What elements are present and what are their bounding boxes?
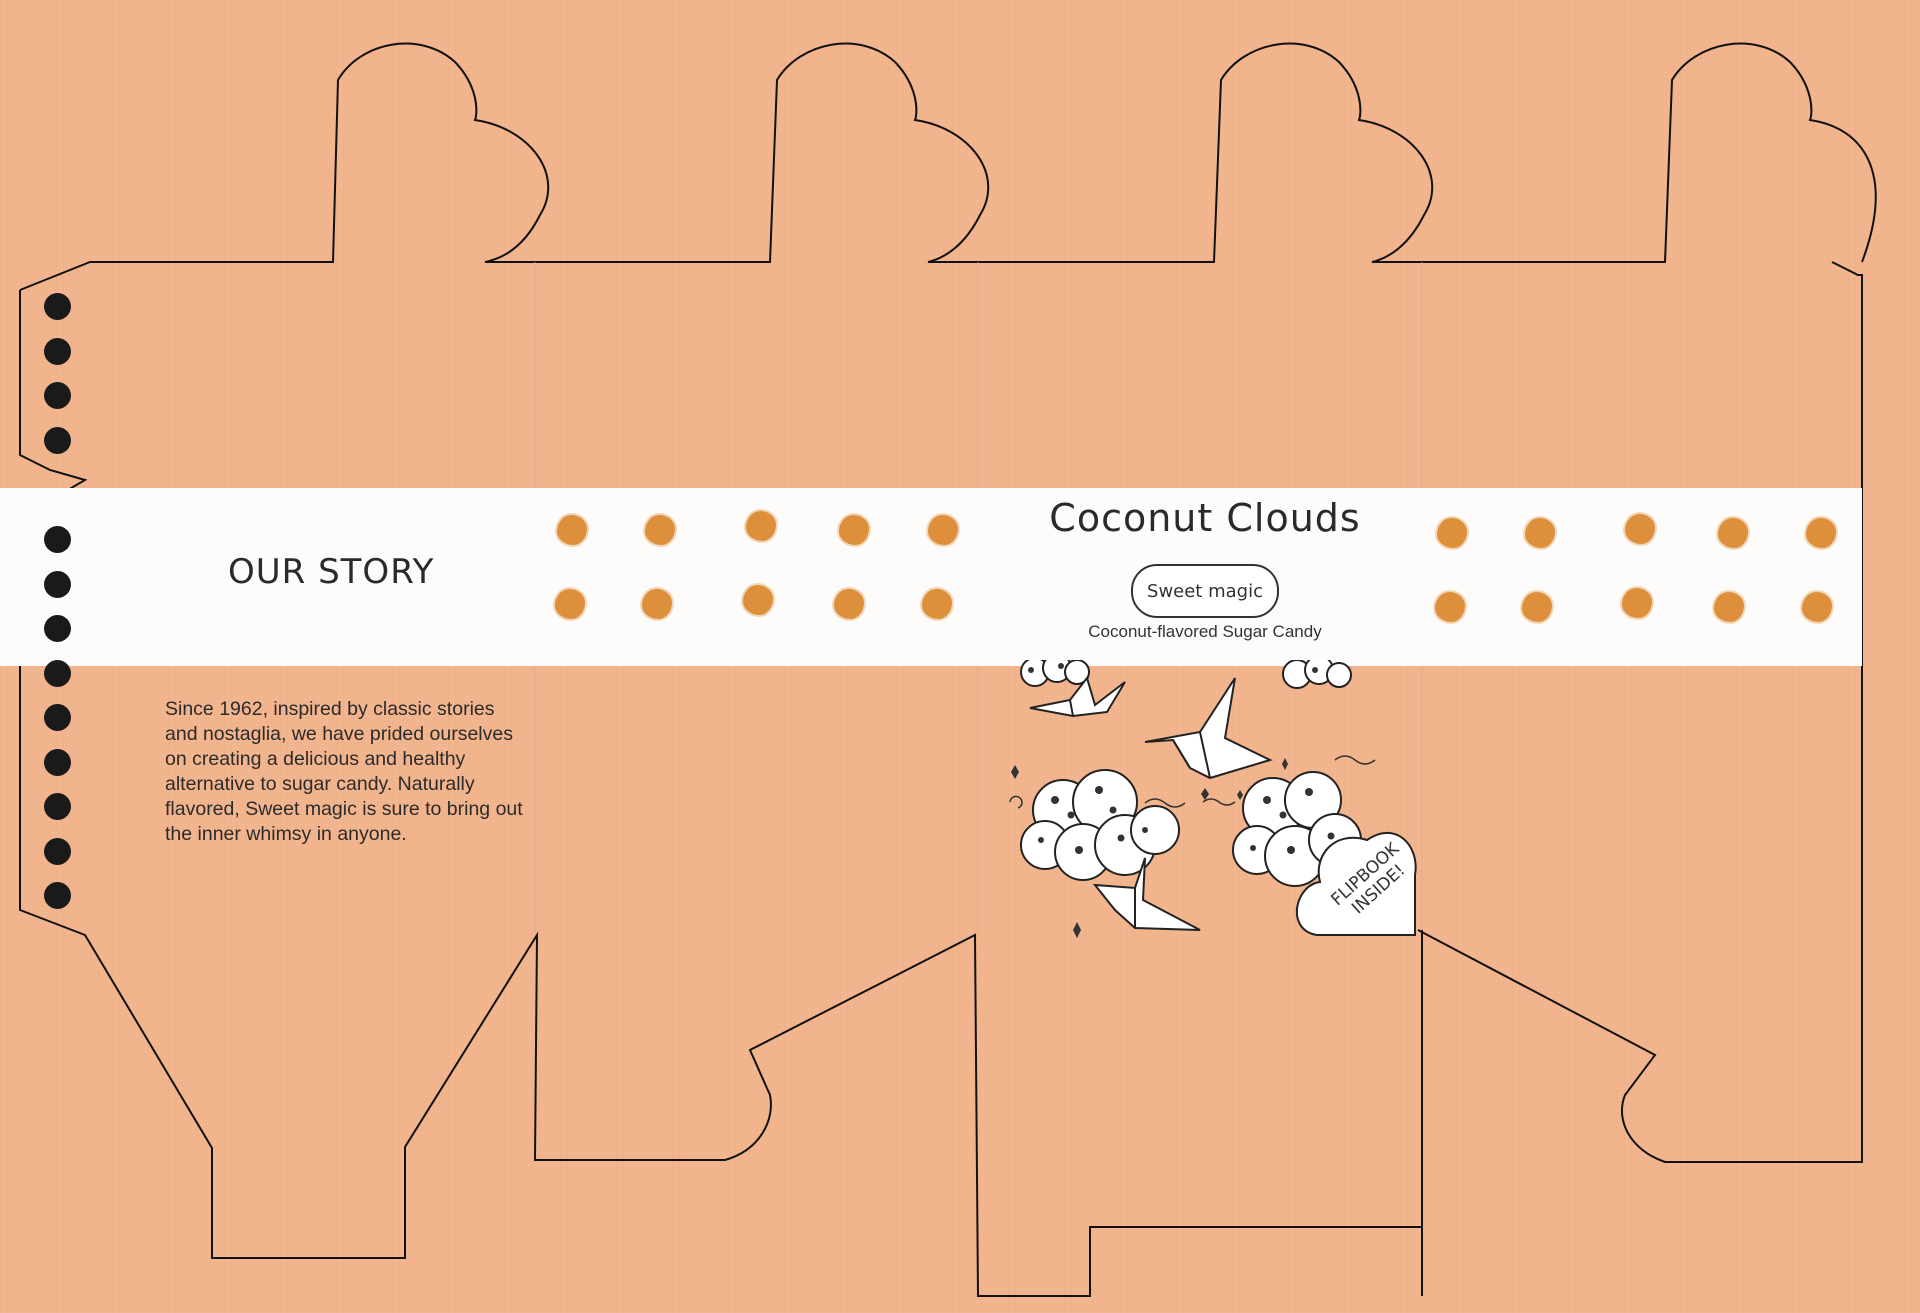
top-dieline-path [19, 42, 1877, 291]
orange-dot-icon [839, 515, 869, 545]
coconut-cloud-icon [1282, 660, 1352, 689]
white-label-band [0, 488, 1862, 666]
binding-hole-icon [44, 659, 71, 687]
left-edge-path [19, 290, 1423, 1297]
story-heading: OUR STORY [228, 552, 435, 592]
coconut-cloud-icon [1020, 769, 1180, 881]
orange-dot-icon [1522, 592, 1552, 622]
story-body-text: Since 1962, inspired by classic stories … [165, 698, 523, 845]
orange-dot-icon [1435, 592, 1465, 622]
binding-hole-icon [44, 382, 71, 409]
binding-hole-icon [44, 748, 71, 776]
binding-hole-icon [44, 837, 71, 865]
right-edge-path [1417, 261, 1863, 1163]
orange-dot-icon [746, 511, 776, 541]
orange-dot-icon [555, 589, 585, 619]
product-subtitle: Coconut-flavored Sugar Candy [1088, 622, 1322, 641]
orange-dot-icon [1625, 514, 1655, 544]
orange-dot-icon [928, 515, 958, 545]
orange-dot-icon [645, 515, 675, 545]
orange-dot-icon [1525, 518, 1555, 548]
orange-dot-icon [1622, 588, 1652, 618]
coconut-cloud-icon [1020, 660, 1090, 687]
heart-tag-icon [1295, 831, 1417, 936]
orange-dot-icon [922, 589, 952, 619]
orange-dot-icon [1437, 518, 1467, 548]
product-title: Coconut Clouds [1049, 496, 1361, 540]
binding-holes-bottom [44, 526, 71, 927]
paper-crane-icon [1029, 675, 1126, 718]
binding-hole-icon [44, 570, 71, 598]
brand-logo: Sweet magic [1131, 564, 1279, 618]
coconut-cloud-icon [1232, 771, 1362, 887]
binding-hole-icon [44, 526, 71, 553]
binding-hole-icon [44, 293, 71, 320]
binding-hole-icon [44, 793, 71, 820]
center-bottom-path [978, 930, 1423, 1297]
binding-hole-icon [44, 882, 71, 909]
orange-dot-icon [1802, 592, 1832, 622]
orange-dot-icon [1806, 518, 1836, 548]
orange-dot-icon [834, 589, 864, 619]
paper-crane-icon [1144, 677, 1273, 780]
illustration [1009, 660, 1417, 938]
orange-dot-icon [642, 589, 672, 619]
orange-dot-icon [743, 585, 773, 615]
binding-hole-icon [44, 426, 71, 454]
orange-dot-icon [1718, 518, 1748, 548]
binding-holes-top [44, 293, 71, 471]
brand-label: Sweet magic [1147, 580, 1263, 602]
orange-dot-icon [557, 515, 587, 545]
paper-crane-icon [1092, 857, 1201, 931]
binding-hole-icon [44, 337, 71, 365]
binding-hole-icon [44, 615, 71, 642]
orange-dot-icon [1714, 592, 1744, 622]
binding-hole-icon [44, 704, 71, 731]
